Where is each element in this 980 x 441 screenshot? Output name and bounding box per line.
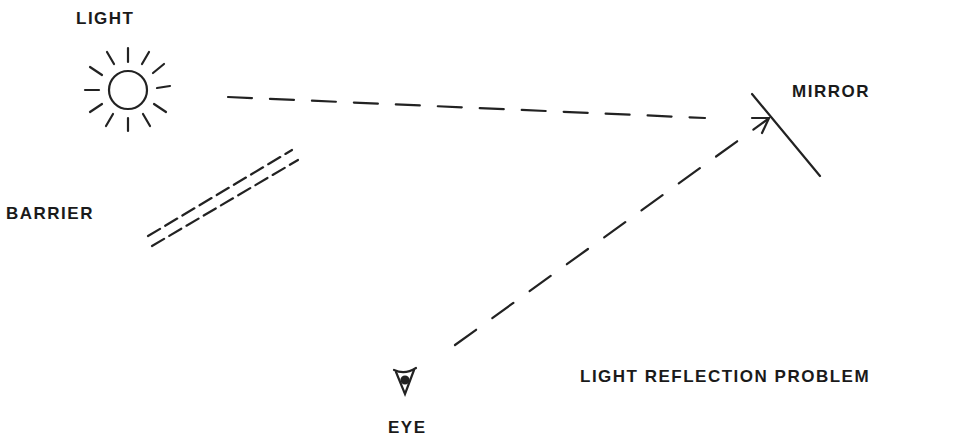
mirror-label: MIRROR	[792, 83, 870, 102]
barrier-line	[152, 160, 298, 246]
light-ray	[228, 97, 705, 118]
barrier-line	[148, 150, 292, 236]
reflected-ray	[455, 119, 768, 345]
mirror-line	[752, 94, 820, 176]
source-label: LIGHT	[76, 10, 135, 29]
light-source	[85, 48, 170, 131]
arrowhead	[752, 118, 769, 133]
eye-label: EYE	[388, 419, 427, 438]
eye-symbol	[394, 368, 416, 394]
figure-caption: LIGHT REFLECTION PROBLEM	[580, 368, 870, 387]
barrier-label: BARRIER	[6, 205, 94, 224]
